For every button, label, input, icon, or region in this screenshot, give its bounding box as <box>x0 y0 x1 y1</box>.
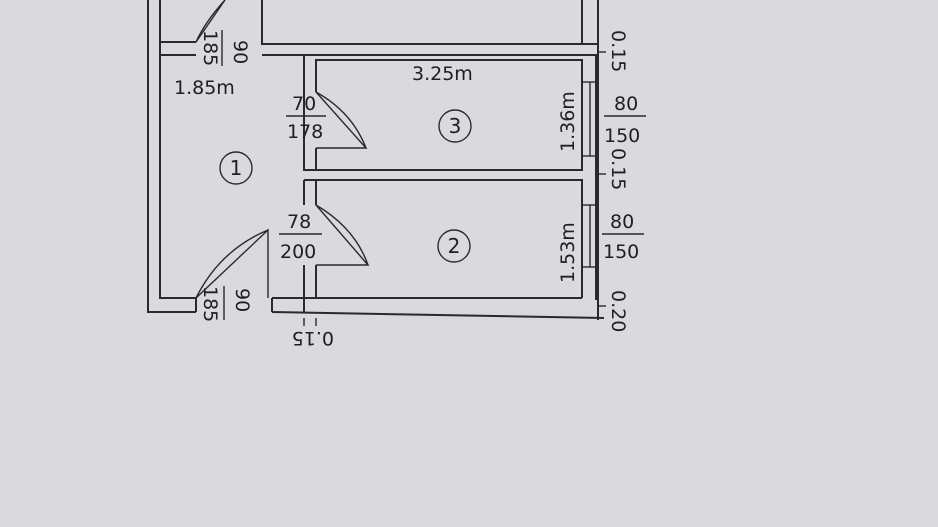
dimension-labels: 1.85m 3.25m 1.36m 1.53m 0.15 0.15 0.20 0… <box>174 30 629 349</box>
room2-door-width: 78 <box>287 211 311 233</box>
room-markers: 1 3 2 <box>219 109 472 263</box>
room3-window-height: 150 <box>604 125 640 147</box>
room3-door-width: 70 <box>292 93 316 115</box>
room2-width-label: 1.53m <box>557 222 579 283</box>
room2-window-height: 150 <box>603 241 639 263</box>
room3-length-label: 3.25m <box>412 63 473 85</box>
bottom-door-width: 90 <box>231 288 253 312</box>
doors <box>195 0 370 299</box>
wall-mid-right-label: 0.15 <box>607 148 629 190</box>
room3-door-height: 178 <box>287 121 323 143</box>
room2-door-height: 200 <box>280 241 316 263</box>
room-1-number: 1 <box>230 156 243 180</box>
wall-top-right-label: 0.15 <box>607 30 629 72</box>
room3-width-label: 1.36m <box>557 91 579 152</box>
windows <box>581 81 599 268</box>
bottom-door-height: 185 <box>199 286 221 322</box>
door-labels: 90 185 70 178 78 200 90 185 <box>199 30 326 322</box>
room-3-number: 3 <box>449 114 462 138</box>
window-labels: 80 150 80 150 <box>602 93 646 263</box>
wall-bottom-right-label: 0.20 <box>607 290 629 332</box>
room3-window-width: 80 <box>614 93 638 115</box>
top-door-height: 185 <box>199 30 221 66</box>
room-2-number: 2 <box>448 234 461 258</box>
wall-bottom-label: 0.15 <box>292 327 334 349</box>
room2-window-width: 80 <box>610 211 634 233</box>
room1-width-label: 1.85m <box>174 77 235 99</box>
top-door-width: 90 <box>229 40 251 64</box>
